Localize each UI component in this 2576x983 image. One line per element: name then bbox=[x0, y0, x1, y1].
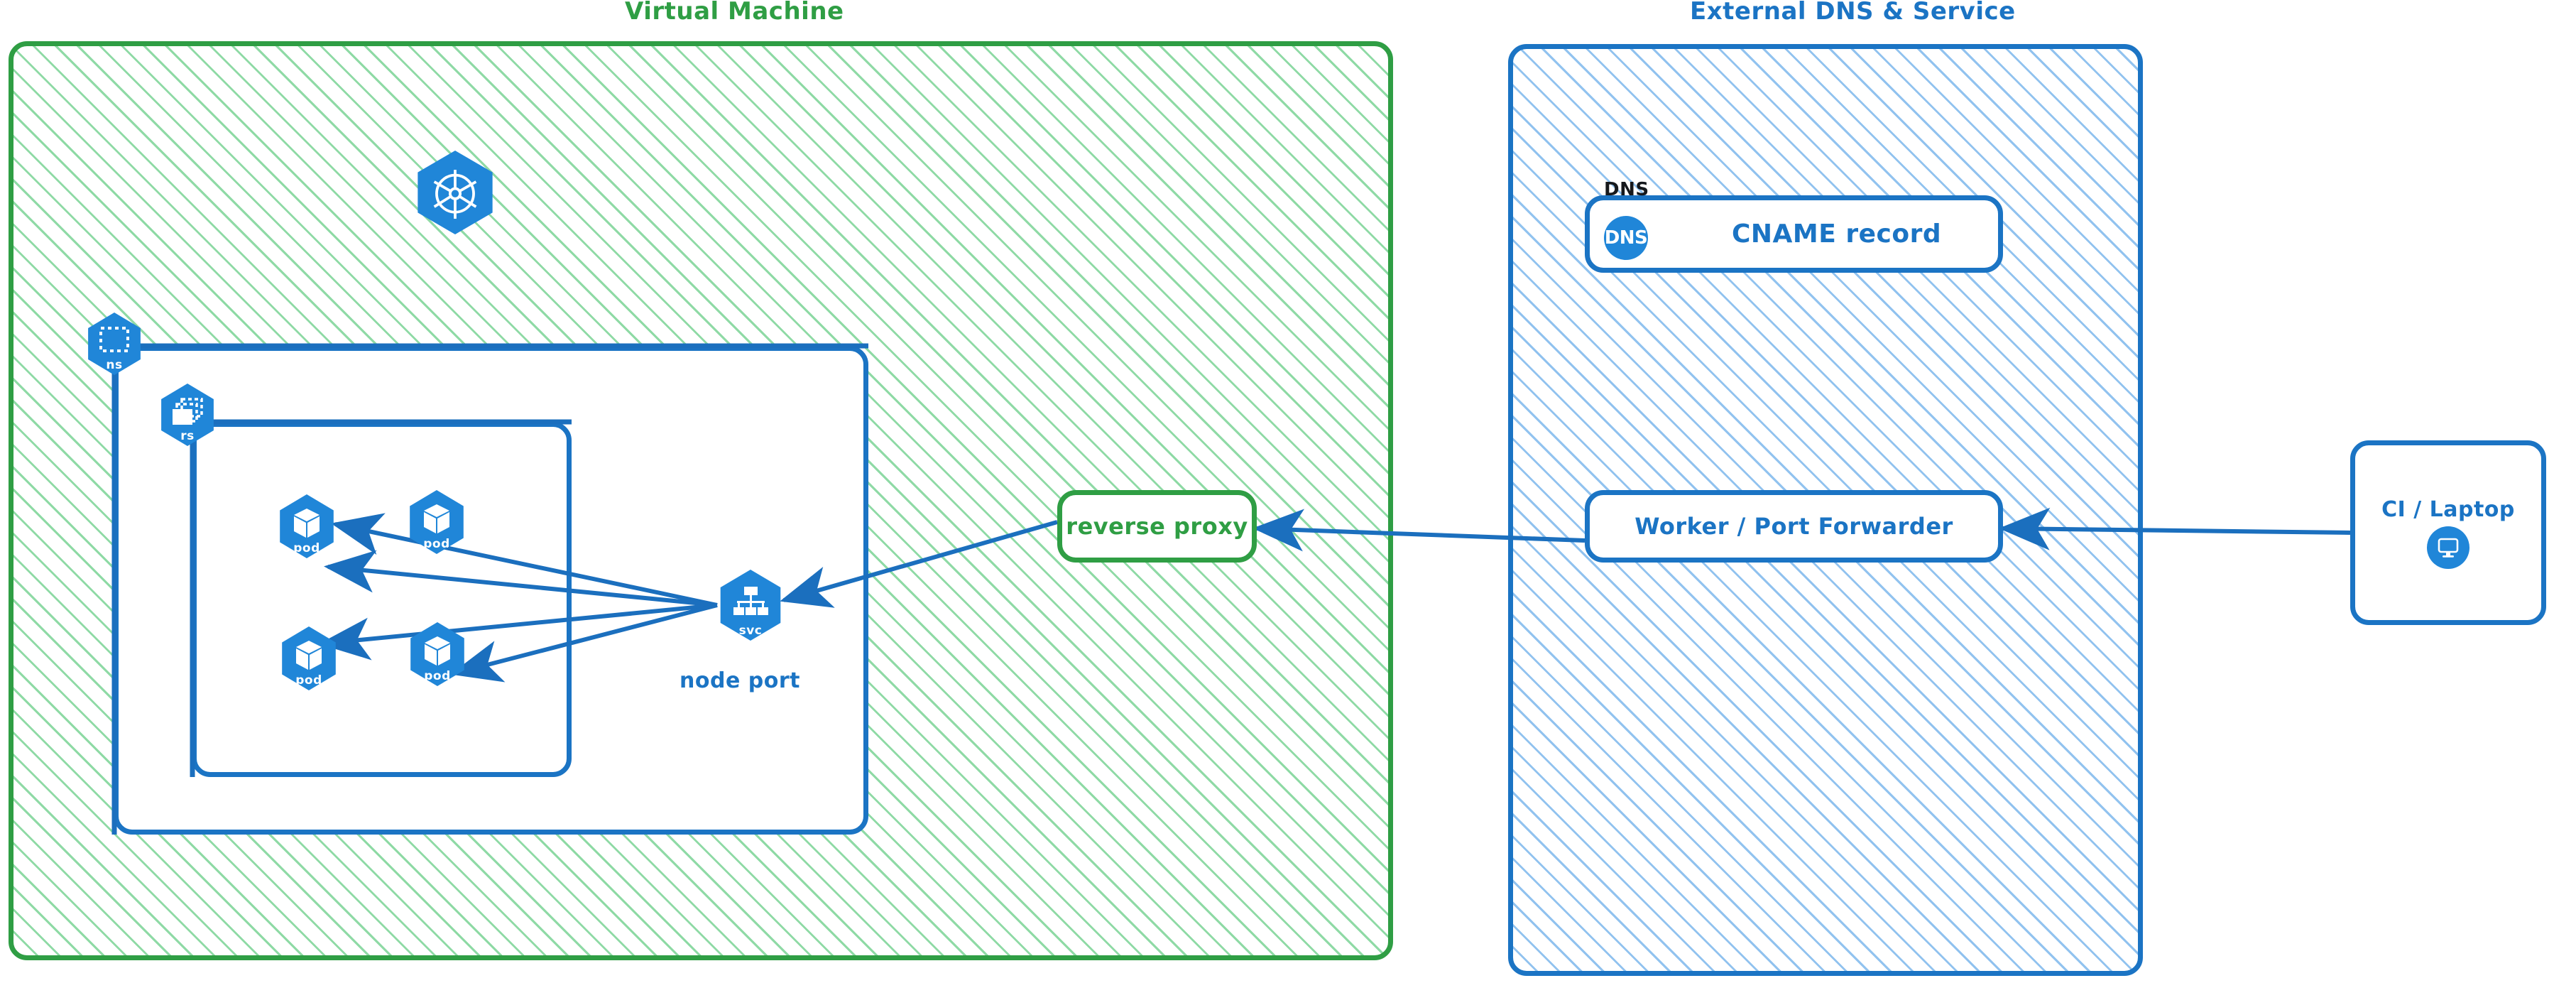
ci-laptop-label: CI / Laptop bbox=[2381, 496, 2515, 522]
dns-tag-label: DNS bbox=[1604, 179, 1649, 200]
external-group-title: External DNS & Service bbox=[1690, 0, 2016, 26]
node-port-label: node port bbox=[680, 668, 800, 693]
reverse-proxy-label: reverse proxy bbox=[1066, 513, 1248, 540]
pod-caption: pod bbox=[295, 673, 322, 688]
worker-label: Worker / Port Forwarder bbox=[1634, 513, 1953, 540]
service-caption: svc bbox=[738, 624, 763, 638]
replicaset-caption: rs bbox=[180, 429, 195, 443]
dns-record-card[interactable]: DNS DNS CNAME record bbox=[1585, 179, 2003, 273]
vm-group-title: Virtual Machine bbox=[625, 0, 844, 26]
desktop-monitor-icon bbox=[2427, 526, 2469, 569]
kubernetes-replicaset-icon: rs bbox=[161, 384, 214, 446]
reverse-proxy-node[interactable]: reverse proxy bbox=[1057, 490, 1257, 563]
ci-laptop-node[interactable]: CI / Laptop bbox=[2350, 440, 2546, 625]
cname-record-label: CNAME record bbox=[1732, 219, 1942, 249]
dns-circle-icon: DNS bbox=[1604, 216, 1648, 260]
replicaset-box bbox=[192, 422, 572, 777]
pod-caption: pod bbox=[293, 541, 320, 555]
worker-port-forwarder-node[interactable]: Worker / Port Forwarder bbox=[1585, 490, 2003, 563]
pod-caption: pod bbox=[424, 669, 451, 683]
namespace-caption: ns bbox=[106, 358, 123, 372]
pod-caption: pod bbox=[423, 537, 450, 551]
kubernetes-service-icon: svc bbox=[720, 570, 781, 641]
